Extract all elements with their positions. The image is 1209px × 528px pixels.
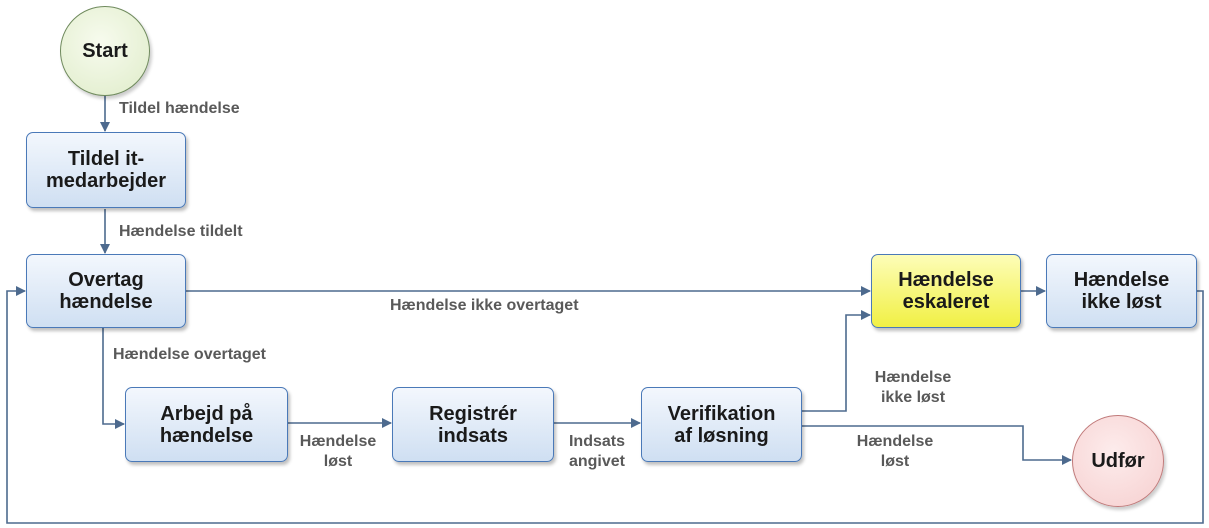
work-on-incident-node: Arbejd på hændelse	[125, 387, 288, 462]
label-incident-solved-work: Hændelse løst	[299, 433, 377, 470]
verify-solution-node: Verifikation af løsning	[641, 387, 802, 462]
take-over-incident-node: Overtag hændelse	[26, 254, 186, 328]
label-incident-taken-over: Hændelse overtaget	[113, 346, 266, 363]
edge-takeover-to-work	[102, 328, 125, 429]
incident-not-solved-node: Hændelse ikke løst	[1046, 254, 1197, 328]
edge-verify-to-escalated	[802, 310, 871, 412]
edge-verify-to-execute	[802, 425, 1072, 465]
start-node: Start	[60, 6, 150, 96]
label-incident-assigned: Hændelse tildelt	[119, 223, 243, 240]
execute-node: Udfør	[1072, 415, 1164, 507]
label-assign-incident: Tildel hændelse	[119, 100, 240, 117]
label-incident-solved-verify: Hændelse løst	[856, 433, 934, 470]
label-effort-entered: Indsats angivet	[568, 433, 625, 470]
assign-it-staff-node: Tildel it- medarbejder	[26, 132, 186, 208]
label-incident-not-solved: Hændelse ikke løst	[874, 369, 952, 406]
register-effort-node: Registrér indsats	[392, 387, 554, 462]
edge-loop-back	[6, 286, 1204, 524]
incident-escalated-node: Hændelse eskaleret	[871, 254, 1021, 328]
label-incident-not-taken-over: Hændelse ikke overtaget	[390, 297, 579, 314]
